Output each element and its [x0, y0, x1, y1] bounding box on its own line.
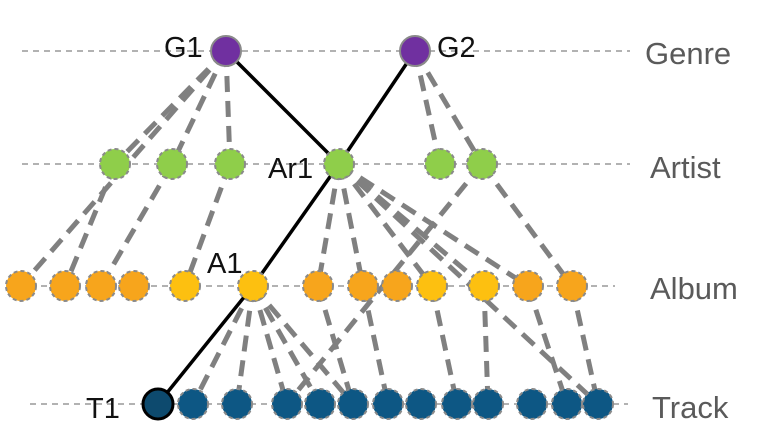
node-al_1 — [5, 270, 37, 302]
node-tr_9 — [441, 388, 473, 420]
node-al_2 — [49, 270, 81, 302]
node-tr_10 — [472, 388, 504, 420]
edge-ar_1-al_2 — [62, 163, 118, 287]
path-edge-g2-ar1 — [337, 50, 417, 165]
node-al_11 — [468, 270, 500, 302]
node-tr_4 — [271, 388, 303, 420]
edge-g2-ar_5 — [412, 50, 443, 165]
edge-al_13-tr_14 — [569, 285, 601, 405]
node-tr_7 — [372, 388, 404, 420]
node-al_5 — [169, 270, 201, 302]
edge-a1-tr_5 — [250, 284, 323, 406]
node-al_13 — [556, 270, 588, 302]
edge-ar_2-al_3 — [98, 162, 175, 288]
edge-al_8-tr_7 — [360, 285, 391, 405]
edge-a1-tr_2 — [190, 284, 256, 406]
nodes — [5, 35, 614, 421]
node-al_7 — [302, 270, 334, 302]
edge-ar1-al_10 — [337, 162, 434, 288]
edge-a1-tr_6 — [251, 284, 355, 406]
node-al_9 — [381, 270, 413, 302]
node-al_4 — [118, 270, 150, 302]
node-al_8 — [347, 270, 379, 302]
path-edge-g1-ar1 — [224, 49, 341, 166]
node-ar_5 — [424, 148, 456, 180]
level-guides — [8, 50, 630, 405]
level-label-track: Track — [652, 390, 729, 425]
node-t1 — [141, 387, 175, 421]
path-edge-a1-t1 — [156, 284, 255, 406]
edge-g1-ar_1 — [113, 49, 228, 166]
node-a1 — [237, 270, 269, 302]
edge-ar1-al_8 — [336, 163, 366, 287]
edge-al_10-tr_9 — [429, 285, 460, 405]
edge-a1-tr_3 — [234, 285, 256, 405]
node-tr_11 — [516, 388, 548, 420]
level-labels: Genre Artist Album Track — [645, 36, 738, 425]
label-a1: A1 — [207, 248, 242, 280]
label-g2: G2 — [437, 32, 476, 64]
edge-a1-tr_4 — [250, 285, 290, 405]
dashed-edges — [19, 49, 601, 406]
edge-g1-ar_2 — [169, 49, 229, 166]
edge-al_11-tr_10 — [481, 285, 491, 405]
node-al_12 — [512, 270, 544, 302]
node-tr_14 — [582, 388, 614, 420]
node-ar1 — [323, 148, 355, 180]
node-ar_3 — [214, 148, 246, 180]
level-label-genre: Genre — [645, 36, 731, 71]
node-ar_1 — [99, 148, 131, 180]
edge-ar1-tr_14 — [337, 162, 600, 406]
node-ar_2 — [156, 148, 188, 180]
edge-g1-ar_3 — [223, 50, 233, 165]
label-t1: T1 — [86, 393, 120, 425]
label-g1: G1 — [164, 32, 203, 64]
node-labels: G1 G2 Ar1 A1 T1 — [86, 32, 476, 425]
node-tr_2 — [177, 388, 209, 420]
edge-al_7-tr_6 — [315, 285, 356, 405]
edge-ar_6-al_13 — [479, 162, 575, 288]
node-tr_8 — [405, 388, 437, 420]
node-g2 — [399, 35, 431, 67]
node-tr_13 — [551, 388, 583, 420]
node-al_3 — [85, 270, 117, 302]
edge-g2-ar_6 — [412, 49, 485, 166]
edge-al_12-tr_13 — [525, 285, 570, 405]
level-label-album: Album — [650, 271, 738, 306]
node-g1 — [210, 35, 242, 67]
node-tr_5 — [304, 388, 336, 420]
selected-path-edges — [156, 49, 417, 406]
node-ar_6 — [466, 148, 498, 180]
edge-ar_3-al_5 — [182, 163, 233, 287]
level-label-artist: Artist — [650, 150, 721, 185]
edge-ar1-al_7 — [315, 163, 342, 287]
label-ar1: Ar1 — [268, 153, 313, 185]
node-al_10 — [416, 270, 448, 302]
node-tr_6 — [337, 388, 369, 420]
node-tr_3 — [221, 388, 253, 420]
path-edge-ar1-a1 — [251, 162, 341, 288]
